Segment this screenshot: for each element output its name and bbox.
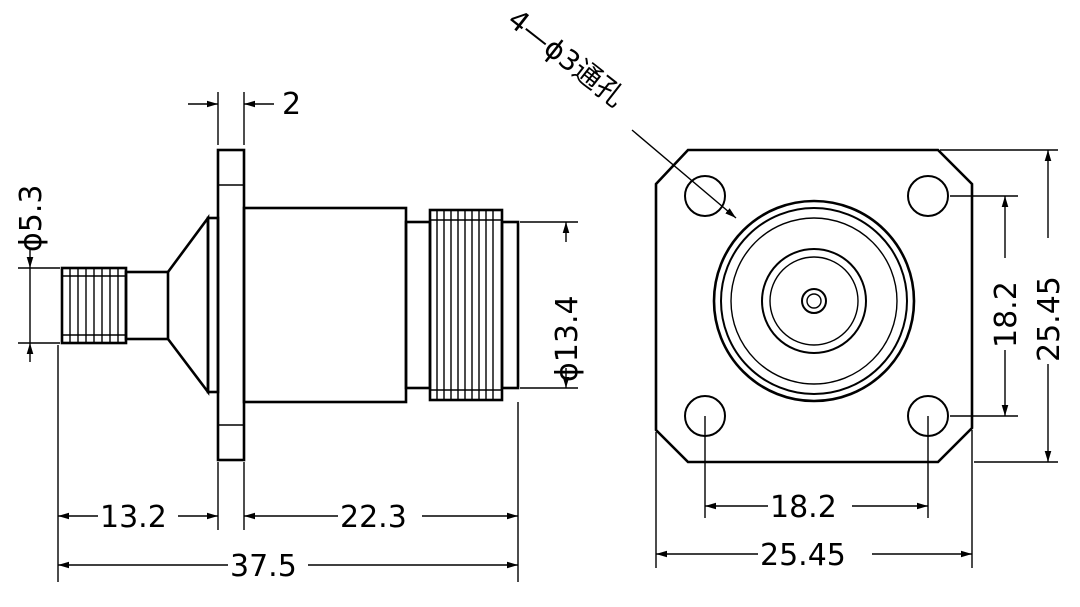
svg-text:37.5: 37.5 <box>230 549 297 584</box>
mounting-hole <box>907 175 949 217</box>
flange-outline <box>654 148 974 464</box>
front-extension-lines-bottom <box>655 416 973 568</box>
svg-text:2: 2 <box>282 87 301 122</box>
svg-text:4—ϕ3通孔: 4—ϕ3通孔 <box>502 3 631 114</box>
dim-hole-spacing-vertical: 18.2 <box>989 196 1024 416</box>
svg-text:13.2: 13.2 <box>100 500 167 535</box>
svg-text:25.45: 25.45 <box>760 538 846 573</box>
front-view: 4—ϕ3通孔 18.2 25.45 <box>502 3 1067 573</box>
svg-text:ϕ5.3: ϕ5.3 <box>14 185 49 253</box>
dim-hole-spacing-horizontal: 18.2 <box>705 490 928 525</box>
svg-text:ϕ13.4: ϕ13.4 <box>550 295 585 382</box>
dim-left-length: 13.2 <box>58 500 218 535</box>
dim-small-diameter: ϕ5.3 <box>14 185 60 362</box>
connector-face <box>712 199 916 403</box>
svg-text:25.45: 25.45 <box>1032 276 1067 362</box>
dim-flange-width: 25.45 <box>656 538 972 573</box>
side-view: 2 ϕ5.3 ϕ13.4 <box>14 87 585 584</box>
hole-callout: 4—ϕ3通孔 <box>502 3 737 219</box>
neck <box>124 270 170 341</box>
large-threaded-end <box>428 208 520 402</box>
svg-text:18.2: 18.2 <box>770 490 837 525</box>
mounting-holes <box>684 175 949 437</box>
mounting-hole <box>684 175 726 217</box>
svg-text:18.2: 18.2 <box>989 281 1024 348</box>
main-body <box>242 206 408 404</box>
dim-large-diameter: ϕ13.4 <box>520 221 585 389</box>
dim-right-length: 22.3 <box>244 500 518 535</box>
dim-total-length: 37.5 <box>58 549 518 584</box>
body-step <box>404 220 432 390</box>
side-extension-lines <box>57 345 519 582</box>
flange-side <box>206 148 246 462</box>
small-threaded-end <box>60 266 128 345</box>
dim-flange-height: 25.45 <box>1032 150 1067 462</box>
dim-flange-thickness: 2 <box>188 87 301 145</box>
cone <box>166 214 210 396</box>
svg-text:22.3: 22.3 <box>340 500 407 535</box>
